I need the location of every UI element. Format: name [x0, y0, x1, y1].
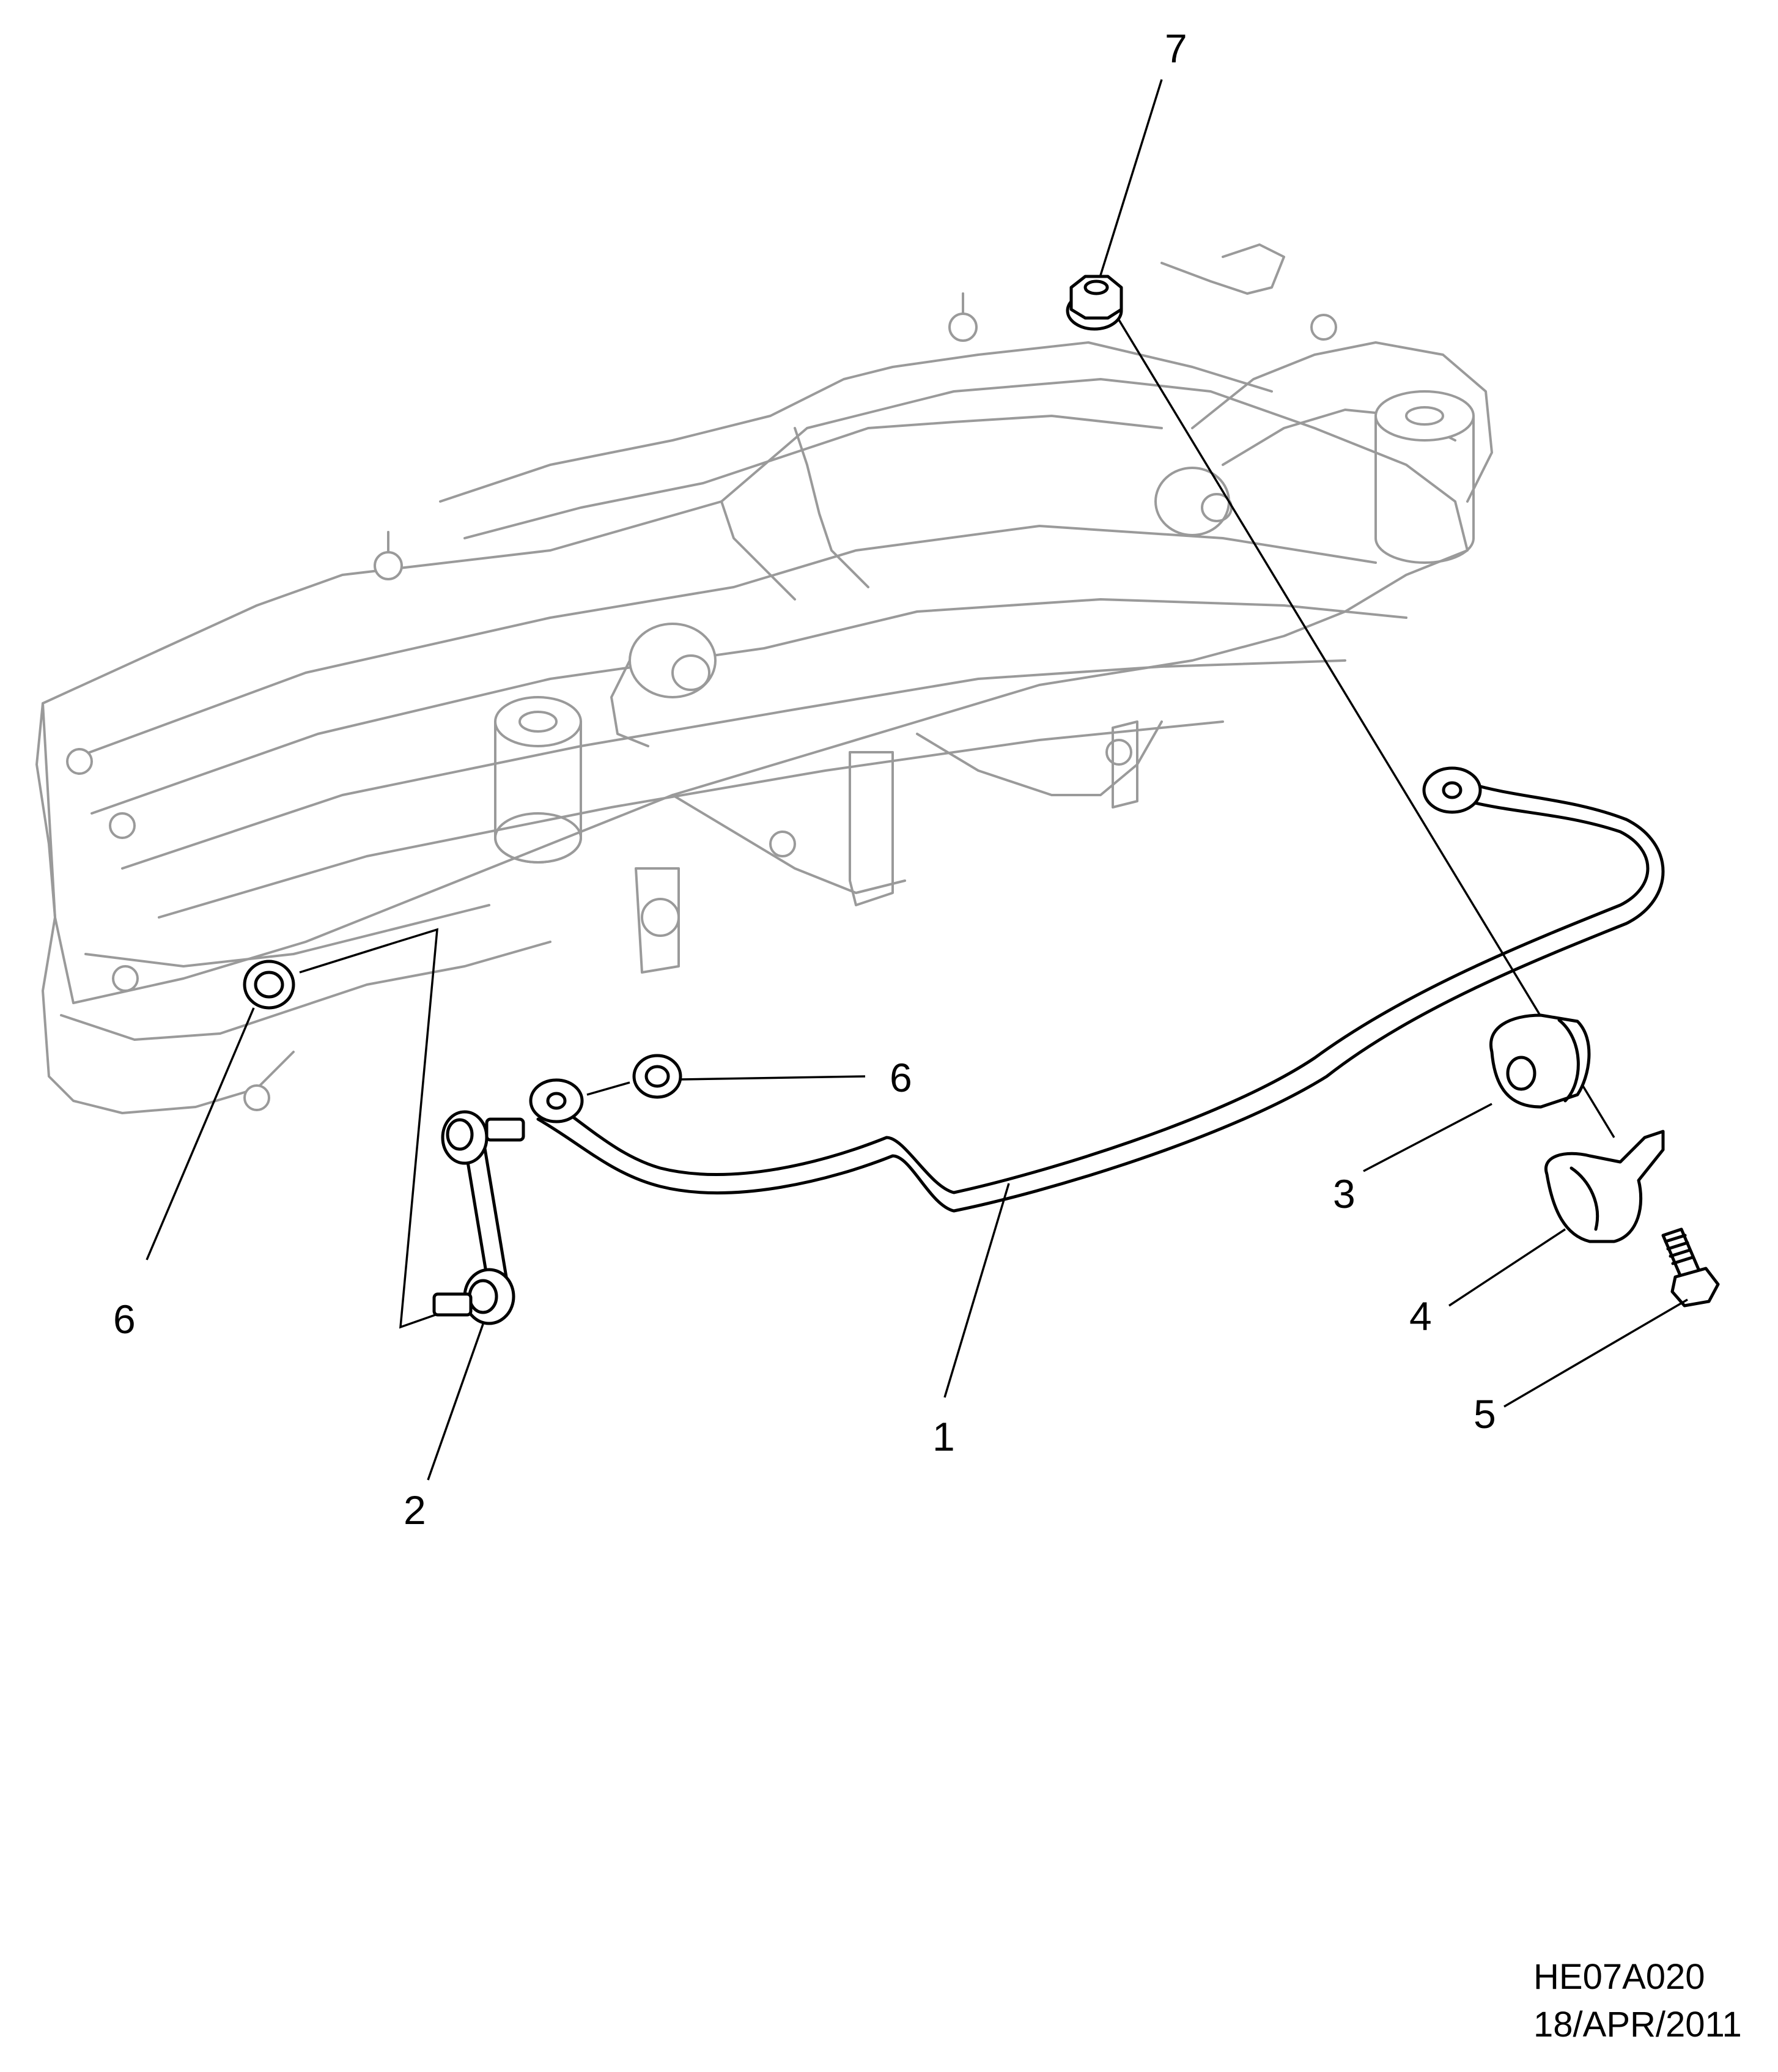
assembly-axis-line-7 [1105, 299, 1615, 1138]
callout-7: 7 [1165, 26, 1187, 71]
bracket-clamp-4 [1544, 1130, 1665, 1243]
stabilizer-bar [529, 766, 1665, 1213]
assembly-axis-line-2 [397, 928, 438, 1329]
subframe-bolt-8 [769, 831, 796, 857]
subframe-background [35, 243, 1493, 1114]
subframe-bolt-3 [1310, 314, 1337, 341]
subframe-bolt-7 [243, 1084, 270, 1111]
subframe-bolt-2 [948, 292, 978, 342]
callout-3: 3 [1333, 1171, 1356, 1216]
nut-6-right [586, 1054, 682, 1099]
leader-6-left [146, 1007, 255, 1260]
subframe-bushing-center [610, 623, 717, 747]
subframe-bolt-4 [66, 748, 93, 775]
callout-6-left: 6 [113, 1297, 136, 1342]
callout-5: 5 [1474, 1391, 1496, 1437]
leader-2 [427, 1323, 484, 1481]
subframe-bushing-right [1154, 467, 1233, 536]
leader-7 [1099, 79, 1163, 276]
subframe-bolt-10 [1105, 739, 1132, 766]
subframe-bolt-6 [112, 965, 139, 992]
subframe-bolt-9 [641, 898, 680, 937]
drawing-code: HE07A020 [1533, 1957, 1705, 1997]
leader-6-right [680, 1075, 866, 1081]
subframe-bolt-5 [109, 812, 136, 839]
leader-4 [1448, 1228, 1566, 1307]
callout-4: 4 [1409, 1293, 1432, 1339]
subframe-bushing-left [494, 696, 582, 864]
leader-3 [1363, 1103, 1492, 1172]
callout-1: 1 [932, 1414, 955, 1459]
subframe-bolt-1 [374, 531, 403, 580]
nut-6-left [243, 941, 398, 1010]
stabilizer-link [432, 1110, 525, 1325]
subframe-bracket-left [635, 867, 680, 974]
nut-7 [1066, 275, 1123, 331]
callout-6-right: 6 [890, 1055, 912, 1100]
leader-1 [943, 1183, 1010, 1398]
subframe-bushing-far-right [1374, 390, 1475, 564]
drawing-date: 18/APR/2011 [1533, 2005, 1742, 2044]
subframe-bracket-right [1112, 720, 1138, 808]
bolt-5 [1661, 1227, 1720, 1308]
leader-5 [1503, 1298, 1688, 1408]
subframe-bracket-center [849, 751, 894, 906]
bushing-3 [1489, 1013, 1591, 1109]
callout-2: 2 [404, 1487, 426, 1533]
